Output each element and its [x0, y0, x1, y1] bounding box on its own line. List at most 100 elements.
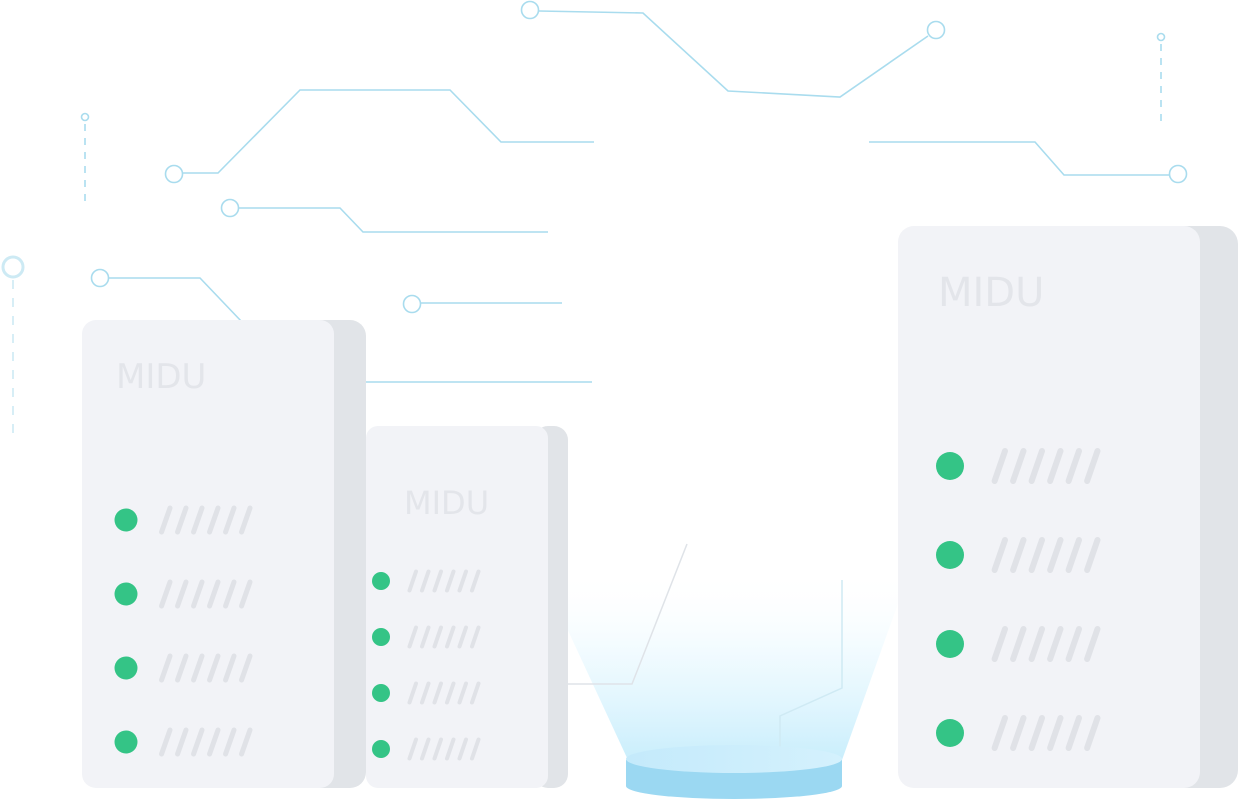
status-led: [114, 730, 138, 754]
vent-slash: [175, 727, 189, 757]
status-led: [114, 582, 138, 606]
vent-slash: [1047, 448, 1064, 484]
light-beam: [540, 570, 910, 760]
circuit-line: [869, 141, 1169, 176]
vent-slash: [457, 625, 468, 649]
vent-slash: [223, 505, 237, 535]
vent-slash: [1065, 537, 1082, 573]
vent-slash: [432, 681, 443, 705]
circuit-line: [538, 10, 929, 98]
vent-slash: [1010, 626, 1027, 662]
pedestal-top: [626, 745, 842, 773]
server-middle: MIDU: [366, 426, 568, 788]
vent-slash: [207, 579, 221, 609]
circuit-line: [183, 89, 594, 174]
vent-slash: [1028, 626, 1045, 662]
vent-slash: [1065, 715, 1082, 751]
vent-slash: [207, 653, 221, 683]
vent-slash: [991, 715, 1008, 751]
vent-slash: [1065, 626, 1082, 662]
vent-slash: [159, 727, 173, 757]
vent-slash: [191, 505, 205, 535]
server-right: MIDU: [898, 226, 1238, 788]
circuit-line: [108, 277, 243, 323]
vent-slash: [175, 505, 189, 535]
vent-slash: [407, 625, 418, 649]
vent-slash: [457, 737, 468, 761]
status-led: [372, 628, 390, 646]
vent-slash: [407, 737, 418, 761]
circuit-lines: [1, 0, 1188, 436]
circuit-node: [402, 294, 422, 314]
vent-slash: [991, 537, 1008, 573]
vent-slash: [470, 737, 481, 761]
status-led: [372, 572, 390, 590]
vent-slash: [175, 653, 189, 683]
vent-slash: [1010, 448, 1027, 484]
vent-slash: [1010, 715, 1027, 751]
led-rows: [114, 505, 253, 757]
vent-slash: [407, 569, 418, 593]
led-rows: [372, 569, 481, 761]
vent-slash: [445, 569, 456, 593]
vent-slash: [159, 653, 173, 683]
vent-slash: [191, 727, 205, 757]
vent-slash: [991, 626, 1008, 662]
vent-slash: [239, 579, 253, 609]
circuit-node: [80, 112, 90, 122]
server-brand-label: MIDU: [404, 484, 489, 522]
vent-slash: [407, 681, 418, 705]
status-led: [936, 452, 964, 480]
server-left: MIDU: [82, 320, 366, 788]
vent-slash: [445, 681, 456, 705]
vent-slash: [191, 653, 205, 683]
vent-slash: [420, 681, 431, 705]
vent-slash: [159, 505, 173, 535]
circuit-node: [926, 20, 946, 40]
circuit-node: [1, 255, 25, 279]
vent-slash: [1047, 626, 1064, 662]
vent-slash: [239, 727, 253, 757]
vent-slash: [1047, 715, 1064, 751]
vent-slash: [991, 448, 1008, 484]
vent-slash: [1084, 715, 1101, 751]
status-led: [372, 740, 390, 758]
server-brand-label: MIDU: [938, 270, 1044, 316]
vent-slash: [1065, 448, 1082, 484]
vent-slash: [432, 625, 443, 649]
vent-slash: [432, 737, 443, 761]
vent-slash: [223, 579, 237, 609]
vent-slash: [445, 737, 456, 761]
status-led: [936, 541, 964, 569]
status-led: [936, 630, 964, 658]
vent-slash: [159, 579, 173, 609]
circuit-node: [90, 268, 110, 288]
circuit-node: [1168, 164, 1188, 184]
led-rows: [936, 448, 1101, 751]
circuit-node: [164, 164, 184, 184]
vent-slash: [1084, 537, 1101, 573]
vent-slash: [239, 505, 253, 535]
vent-slash: [432, 569, 443, 593]
vent-slash: [420, 569, 431, 593]
server-face: [898, 226, 1200, 788]
vent-slash: [470, 569, 481, 593]
vent-slash: [445, 625, 456, 649]
vent-slash: [1028, 537, 1045, 573]
vent-slash: [420, 737, 431, 761]
status-led: [936, 719, 964, 747]
vent-slash: [191, 579, 205, 609]
vent-slash: [457, 569, 468, 593]
status-led: [114, 508, 138, 532]
beam-line: [779, 580, 843, 748]
server-brand-label: MIDU: [116, 357, 206, 397]
vent-slash: [1047, 537, 1064, 573]
vent-slash: [470, 681, 481, 705]
status-led: [114, 656, 138, 680]
vent-slash: [223, 727, 237, 757]
beam-line: [568, 543, 688, 685]
vent-slash: [223, 653, 237, 683]
vent-slash: [1084, 448, 1101, 484]
vent-slash: [420, 625, 431, 649]
vent-slash: [1010, 537, 1027, 573]
